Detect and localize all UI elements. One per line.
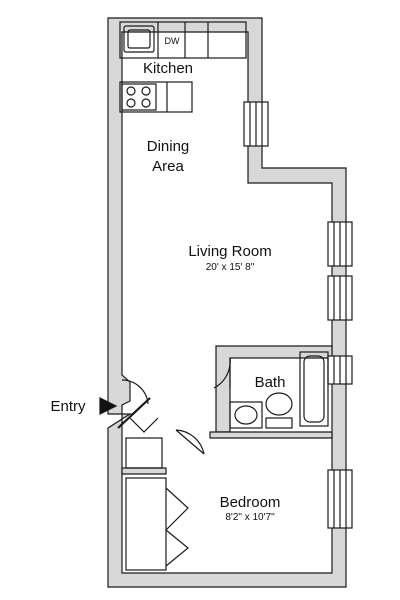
upper-counter <box>119 21 247 59</box>
toilet-bowl <box>265 392 293 416</box>
dining-label-line2: Area <box>152 158 184 175</box>
burner-icon <box>126 98 136 108</box>
entry-arrow-icon <box>99 397 118 415</box>
closet-door-swing <box>129 417 159 433</box>
hall-closet <box>125 437 163 469</box>
bedroom-closet <box>125 477 167 571</box>
window-bath <box>327 355 353 385</box>
bedroom-closet-doors <box>165 487 189 531</box>
window-living-1 <box>327 221 353 267</box>
bedroom-top-wall <box>209 431 333 439</box>
bedroom-door-swing <box>175 429 205 455</box>
dishwasher-label: DW <box>164 36 180 46</box>
burner-icon <box>141 98 151 108</box>
bedroom-dimensions: 8'2" x 10'7" <box>225 512 275 523</box>
dining-label-line1: Dining <box>146 138 190 155</box>
window-living-2 <box>327 275 353 321</box>
sink-bowl <box>234 405 258 425</box>
kitchen-label: Kitchen <box>142 60 194 77</box>
bedroom-label: Bedroom <box>219 494 281 511</box>
bathtub-basin <box>303 355 325 423</box>
bath-label: Bath <box>254 374 286 391</box>
living-room-label: Living Room <box>188 243 272 260</box>
vanity <box>229 401 263 429</box>
entry-door <box>117 397 151 429</box>
sink <box>123 25 155 53</box>
burner-icon <box>126 86 136 96</box>
stove <box>121 83 157 111</box>
sink-basin <box>127 29 151 49</box>
closet-wall <box>121 467 167 475</box>
bathtub <box>299 351 329 427</box>
lower-counter <box>119 81 193 113</box>
window-kitchen <box>243 101 269 147</box>
burner-icon <box>141 86 151 96</box>
window-bedroom <box>327 469 353 529</box>
living-room-dimensions: 20' x 15' 8" <box>205 262 255 273</box>
entry-label: Entry <box>50 398 86 415</box>
toilet-tank <box>265 417 293 429</box>
